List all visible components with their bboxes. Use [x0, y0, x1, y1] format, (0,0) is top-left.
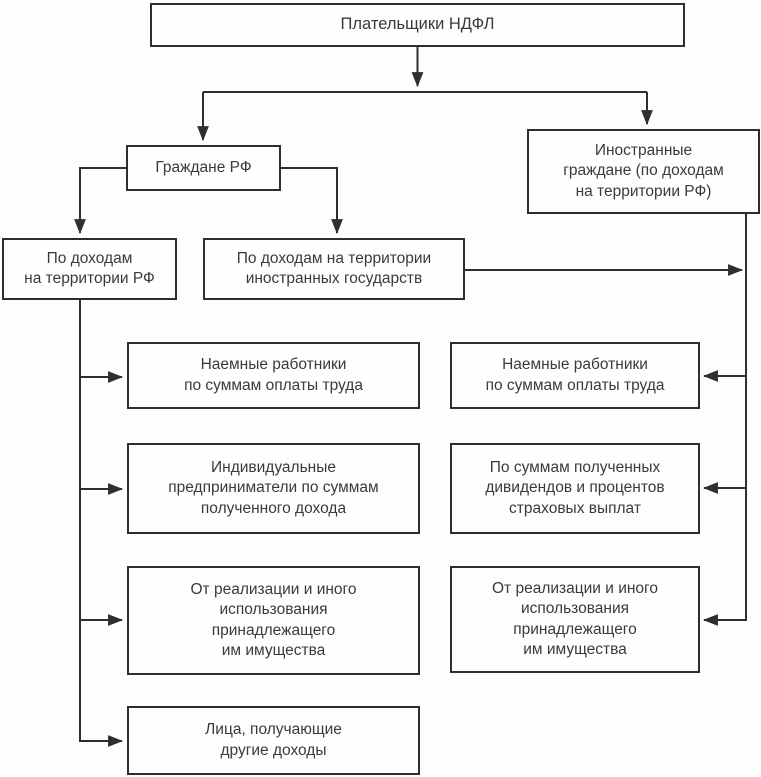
node-citizens-rf: Граждане РФ: [126, 145, 281, 191]
node-root: Плательщики НДФЛ: [150, 3, 685, 47]
connector-right-trunk: [702, 214, 747, 626]
node-income-rf: По доходам на территории РФ: [2, 238, 177, 300]
node-left-hired-workers: Наемные работники по суммам оплаты труда: [127, 342, 420, 409]
node-right-hired-workers: Наемные работники по суммам оплаты труда: [450, 342, 700, 409]
connector-citizens-to-income-rf: [74, 167, 126, 235]
node-left-entrepreneurs: Индивидуальные предприниматели по суммам…: [127, 443, 420, 534]
node-foreign-citizens: Иностранные граждане (по доходам на терр…: [527, 129, 760, 214]
connector-citizens-to-income-foreign: [281, 167, 343, 235]
node-right-property: От реализации и иного использования прин…: [450, 566, 700, 673]
node-left-property: От реализации и иного использования прин…: [127, 566, 420, 675]
connector-left-trunk: [79, 299, 124, 747]
node-income-foreign-states: По доходам на территории иностранных гос…: [203, 238, 465, 300]
node-right-dividends: По суммам полученных дивидендов и процен…: [450, 443, 700, 534]
node-left-other-income: Лица, получающие другие доходы: [127, 706, 420, 775]
